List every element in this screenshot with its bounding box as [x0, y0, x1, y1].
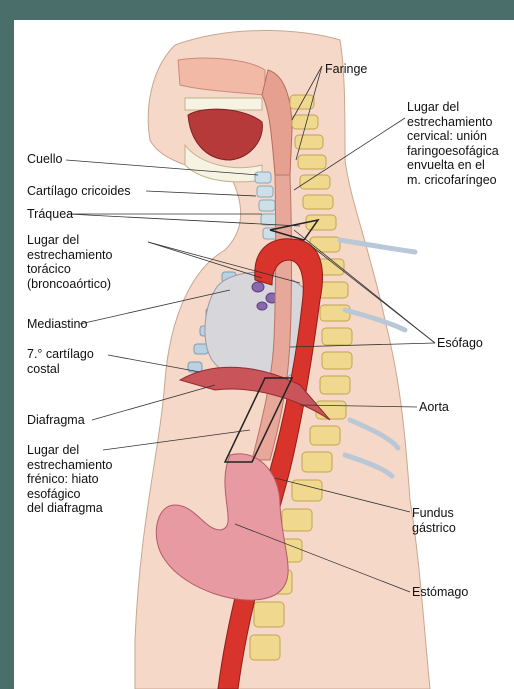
- label-line: 7.° cartílago: [27, 347, 94, 362]
- label-fundus: Fundus gástrico: [412, 506, 456, 535]
- label-line: esofágico: [27, 487, 112, 502]
- label-esofago: Esófago: [437, 336, 483, 351]
- label-toracic-constriction: Lugar del estrechamiento torácico (bronc…: [27, 233, 112, 291]
- label-line: frénico: hiato: [27, 472, 112, 487]
- label-line: gástrico: [412, 521, 456, 536]
- label-line: estrechamiento: [27, 458, 112, 473]
- label-line: envuelta en el: [407, 158, 499, 173]
- label-line: (broncoaórtico): [27, 277, 112, 292]
- label-traquea: Tráquea: [27, 207, 73, 222]
- label-line: Lugar del: [27, 443, 112, 458]
- label-line: costal: [27, 362, 94, 377]
- label-line: Fundus: [412, 506, 456, 521]
- label-line: Lugar del: [27, 233, 112, 248]
- label-aorta: Aorta: [419, 400, 449, 415]
- label-estomago: Estómago: [412, 585, 468, 600]
- label-line: Lugar del: [407, 100, 499, 115]
- upper-teeth: [185, 98, 262, 110]
- label-costal-cartilage: 7.° cartílago costal: [27, 347, 94, 376]
- label-cricoides: Cartílago cricoides: [27, 184, 131, 199]
- label-line: torácico: [27, 262, 112, 277]
- label-faringe: Faringe: [325, 62, 367, 77]
- label-cervical-constriction: Lugar del estrechamiento cervical: unión…: [407, 100, 499, 187]
- label-diafragma: Diafragma: [27, 413, 85, 428]
- label-line: cervical: unión: [407, 129, 499, 144]
- label-cuello: Cuello: [27, 152, 62, 167]
- label-line: estrechamiento: [27, 248, 112, 263]
- label-line: estrechamiento: [407, 115, 499, 130]
- label-line: faringoesofágica: [407, 144, 499, 159]
- label-line: m. cricofaríngeo: [407, 173, 499, 188]
- label-mediastino: Mediastino: [27, 317, 87, 332]
- label-phrenic-constriction: Lugar del estrechamiento frénico: hiato …: [27, 443, 112, 516]
- label-line: del diafragma: [27, 501, 112, 516]
